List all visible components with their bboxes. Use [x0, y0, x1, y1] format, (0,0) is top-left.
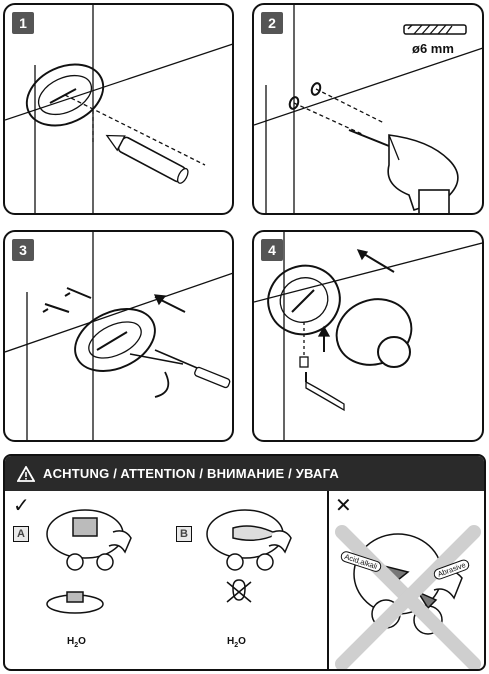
step-1-illustration [5, 5, 232, 213]
check-icon: ✓ [13, 495, 30, 517]
step-2-illustration [254, 5, 482, 213]
step-2-panel: 2 ø6 mm [252, 3, 484, 215]
correct-care-illustration [46, 509, 292, 614]
warning-divider [327, 491, 329, 669]
step-3-illustration [5, 232, 232, 440]
option-b-label: B [176, 526, 192, 542]
incorrect-care-illustration [335, 525, 481, 669]
water-label-b: H2O [227, 636, 246, 649]
step-3-panel: 3 [3, 230, 234, 442]
step-4-badge: 4 [261, 239, 283, 261]
step-2-badge: 2 [261, 12, 283, 34]
drill-size-label: ø6 mm [412, 41, 454, 56]
warning-section: ACHTUNG / ATTENTION / ВНИМАНИЕ / УВАГА ✓… [3, 454, 486, 671]
step-4-panel: 4 [252, 230, 484, 442]
warning-title: ACHTUNG / ATTENTION / ВНИМАНИЕ / УВАГА [43, 466, 339, 481]
step-3-badge: 3 [12, 239, 34, 261]
warning-triangle-icon [17, 465, 35, 482]
water-label-a: H2O [67, 636, 86, 649]
option-a-label: A [13, 526, 29, 542]
cross-icon: ✕ [335, 495, 352, 517]
step-4-illustration [254, 232, 482, 440]
warning-header: ACHTUNG / ATTENTION / ВНИМАНИЕ / УВАГА [5, 456, 484, 491]
step-1-panel: 1 [3, 3, 234, 215]
step-1-badge: 1 [12, 12, 34, 34]
